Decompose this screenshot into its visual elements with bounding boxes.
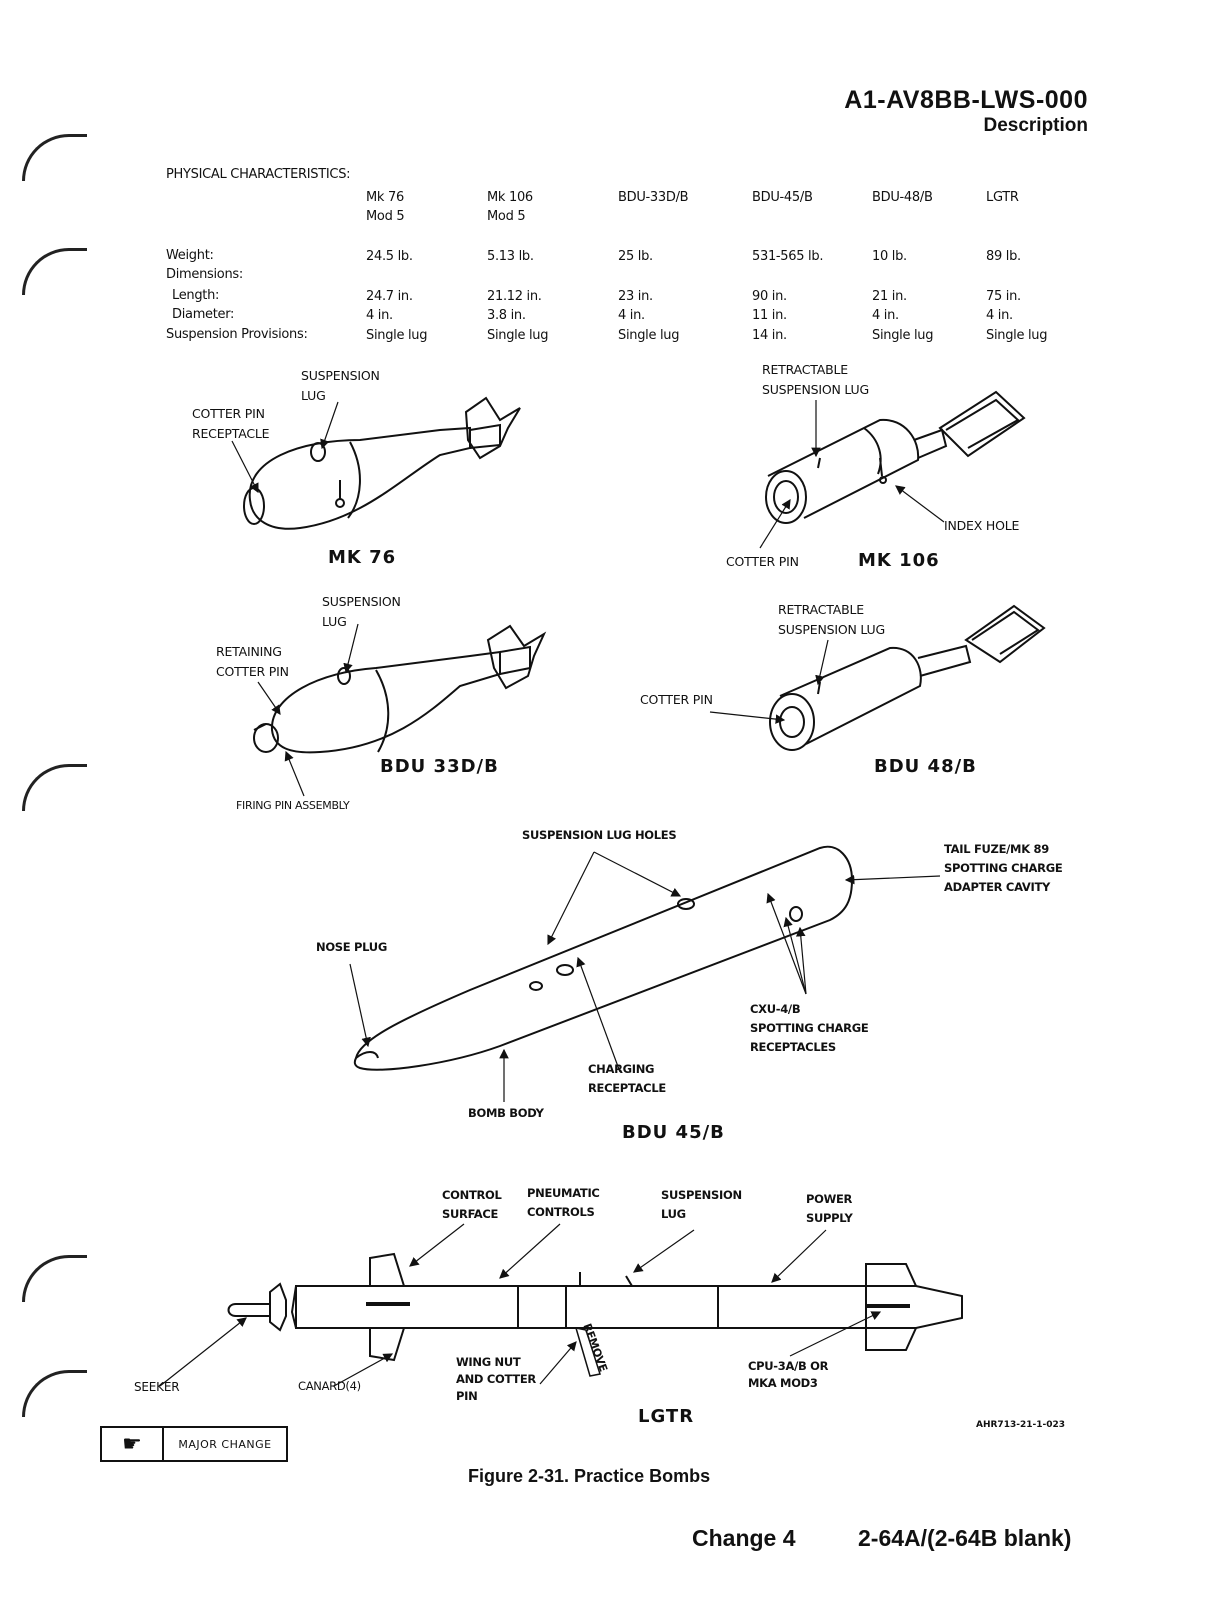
table-cell: 4 in. [872, 308, 899, 323]
figure-name-lgtr: LGTR [638, 1406, 695, 1427]
label-firing-pin-assembly: FIRING PIN ASSEMBLY [236, 799, 350, 812]
label-index-hole: INDEX HOLE [944, 518, 1020, 533]
column-header: Mk 76 [366, 190, 404, 205]
label-control-surface: CONTROL SURFACE [442, 1188, 502, 1221]
table-cell: 21.12 in. [487, 289, 542, 304]
row-label: Suspension Provisions: [166, 327, 308, 342]
mk106-drawing [765, 390, 1026, 524]
figure-name-mk106: MK 106 [858, 550, 940, 571]
table-cell: 4 in. [986, 308, 1013, 323]
bdu45-drawing [353, 845, 854, 1071]
label-power-supply: POWER SUPPLY [806, 1192, 853, 1225]
major-change-box: ☛ MAJOR CHANGE [100, 1426, 288, 1462]
label-cotter-pin: COTTER PIN [726, 554, 799, 569]
table-cell: 5.13 lb. [487, 249, 534, 264]
table-cell: Single lug [986, 328, 1048, 343]
change-number: Change 4 [692, 1525, 796, 1551]
figure-id: AHR713-21-1-023 [976, 1420, 1065, 1430]
row-label: Diameter: [172, 307, 235, 322]
table-cell: 90 in. [752, 289, 787, 304]
mk76-drawing [243, 396, 521, 530]
figure-name-bdu33: BDU 33D/B [380, 756, 499, 777]
label-bomb-body: BOMB BODY [468, 1106, 544, 1120]
row-label: Length: [172, 288, 220, 303]
table-title: PHYSICAL CHARACTERISTICS: [166, 167, 351, 182]
label-retaining-cotter-pin: RETAINING COTTER PIN [216, 644, 289, 679]
column-header: Mod 5 [366, 209, 405, 224]
table-cell: Single lug [872, 328, 934, 343]
column-header: Mod 5 [487, 209, 526, 224]
label-retractable-lug: RETRACTABLE SUSPENSION LUG [762, 362, 869, 397]
table-cell: 4 in. [366, 308, 393, 323]
table-cell: Single lug [618, 328, 680, 343]
label-cotter-pin-receptacle: COTTER PIN RECEPTACLE [192, 406, 270, 441]
table-cell: 23 in. [618, 289, 653, 304]
label-seeker: SEEKER [134, 1380, 180, 1394]
section-title: Description [983, 115, 1088, 136]
label-nose-plug: NOSE PLUG [316, 940, 387, 954]
label-cpu-3ab: CPU-3A/B OR MKA MOD3 [748, 1359, 829, 1390]
label-suspension-lug: SUSPENSION LUG [322, 594, 401, 629]
table-cell: 25 lb. [618, 249, 653, 264]
label-suspension-lug-holes: SUSPENSION LUG HOLES [522, 828, 677, 842]
table-cell: 89 lb. [986, 249, 1021, 264]
table-cell: 21 in. [872, 289, 907, 304]
table-cell: 75 in. [986, 289, 1021, 304]
label-suspension-lug: SUSPENSION LUG [661, 1188, 742, 1221]
label-tail-fuze: TAIL FUZE/MK 89 SPOTTING CHARGE ADAPTER … [944, 842, 1063, 894]
label-charging-receptacle: CHARGING RECEPTACLE [588, 1062, 666, 1095]
document-code: A1-AV8BB-LWS-000 [844, 86, 1088, 114]
lgtr-drawing [227, 1252, 963, 1377]
table-cell: 10 lb. [872, 249, 907, 264]
page-number: 2-64A/(2-64B blank) [858, 1525, 1072, 1551]
label-cxu-4b: CXU-4/B SPOTTING CHARGE RECEPTACLES [750, 1002, 869, 1054]
label-retractable-lug: RETRACTABLE SUSPENSION LUG [778, 602, 885, 637]
label-suspension-lug: SUSPENSION LUG [301, 368, 380, 403]
major-change-label: MAJOR CHANGE [178, 1437, 272, 1451]
column-header: BDU-45/B [752, 190, 813, 205]
table-cell: 11 in. [752, 308, 787, 323]
column-header: LGTR [986, 190, 1019, 205]
figure-name-bdu48: BDU 48/B [874, 756, 977, 777]
bdu48-drawing [769, 604, 1046, 751]
table-cell: 14 in. [752, 328, 787, 343]
column-header: Mk 106 [487, 190, 533, 205]
table-cell: 4 in. [618, 308, 645, 323]
bdu33-drawing [253, 624, 547, 754]
table-cell: 531-565 lb. [752, 249, 824, 264]
pointing-hand-icon: ☛ [102, 1428, 164, 1460]
table-cell: Single lug [487, 328, 549, 343]
row-label: Weight: [166, 248, 214, 263]
figure-caption: Figure 2-31. Practice Bombs [468, 1466, 711, 1486]
label-pneumatic-controls: PNEUMATIC CONTROLS [527, 1186, 600, 1219]
label-canard: CANARD(4) [298, 1379, 361, 1393]
figure-name-bdu45: BDU 45/B [622, 1122, 725, 1143]
table-cell: 24.7 in. [366, 289, 413, 304]
label-cotter-pin: COTTER PIN [640, 692, 713, 707]
column-header: BDU-48/B [872, 190, 933, 205]
table-cell: 3.8 in. [487, 308, 526, 323]
row-label: Dimensions: [166, 267, 243, 282]
label-wing-nut: WING NUT AND COTTER PIN [456, 1355, 536, 1403]
figure-name-mk76: MK 76 [328, 547, 397, 568]
column-header: BDU-33D/B [618, 190, 689, 205]
table-cell: 24.5 lb. [366, 249, 413, 264]
table-cell: Single lug [366, 328, 428, 343]
